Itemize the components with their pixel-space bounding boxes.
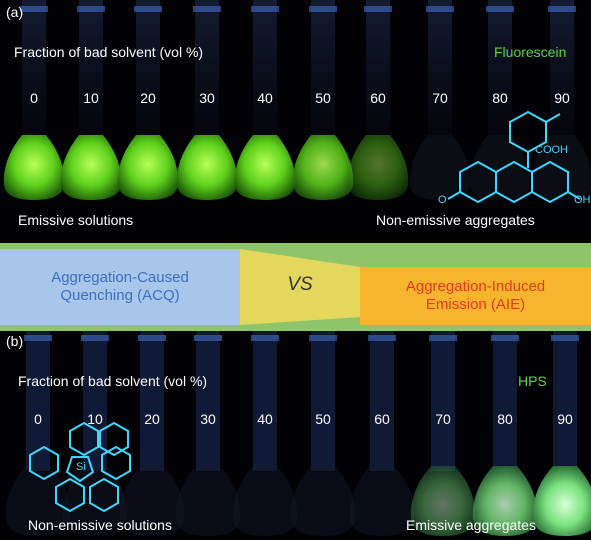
panel-a: (a) Fraction of bad solvent (vol %) Fluo…	[0, 0, 591, 243]
panel-b-vial	[290, 331, 356, 536]
panel-a-fraction-label: 90	[554, 90, 570, 106]
panel-a-fraction-label: 70	[432, 90, 448, 106]
fluorescein-o-label: O	[438, 194, 447, 206]
acq-line-2: Quenching (ACQ)	[60, 287, 180, 304]
panel-b-compound: HPS	[518, 373, 547, 389]
panel-b-fraction-label: 30	[200, 411, 216, 427]
panel-a-vial	[60, 0, 122, 200]
panel-b-label: (b)	[6, 333, 24, 349]
panel-a-vial	[409, 0, 471, 200]
hps-si-label: Si	[76, 461, 86, 473]
panel-a-axis-title: Fraction of bad solvent (vol %)	[14, 44, 204, 60]
panel-a-label: (a)	[6, 4, 24, 20]
panel-b-vial	[410, 331, 476, 536]
panel-b-fraction-label: 80	[497, 411, 513, 427]
panel-b-fraction-label: 70	[435, 411, 451, 427]
panel-a-fraction-label: 20	[140, 90, 156, 106]
panel-a-vial	[117, 0, 179, 200]
panel-b-fraction-label: 90	[557, 411, 573, 427]
panel-a-vial	[531, 0, 591, 200]
panel-a-vials	[3, 0, 591, 204]
panel-a-fraction-label: 80	[492, 90, 508, 106]
panel-b-vial	[532, 331, 591, 536]
panel-b-vial	[472, 331, 538, 536]
fluorescein-cooh-label: COOH	[535, 144, 568, 156]
hps-structure	[29, 421, 131, 513]
panel-a-left-caption: Emissive solutions	[18, 212, 134, 228]
panel-b-vial	[175, 331, 241, 536]
panel-a-vial	[176, 0, 238, 200]
panel-a-fraction-label: 60	[370, 90, 386, 106]
vs-label: VS	[287, 274, 313, 295]
panel-b-axis-title: Fraction of bad solvent (vol %)	[18, 373, 208, 389]
fluorescein-structure	[447, 110, 581, 204]
panel-a-right-caption: Non-emissive aggregates	[376, 212, 535, 228]
panel-b-fraction-label: 0	[34, 411, 42, 427]
panel-a-fraction-label: 0	[30, 90, 38, 106]
aie-line-2: Emission (AIE)	[425, 296, 526, 313]
panel-b-fraction-label: 20	[144, 411, 160, 427]
panel-b-right-caption: Emissive aggregates	[406, 517, 536, 533]
panel-b-vial	[349, 331, 415, 536]
fluorescein-oh-label: OH	[574, 194, 591, 206]
panel-b-vial	[232, 331, 298, 536]
panel-a-vial	[292, 0, 354, 200]
panel-b-vials	[5, 331, 591, 536]
panel-a-fraction-label: 10	[83, 90, 99, 106]
panel-a-fraction-label: 40	[257, 90, 273, 106]
panel-a-vial	[3, 0, 65, 200]
panel-b-vial	[119, 331, 185, 536]
panel-b-fraction-label: 10	[87, 411, 103, 427]
panel-a-fraction-label: 30	[199, 90, 215, 106]
aie-line-1: Aggregation-Induced	[405, 278, 546, 295]
panel-b-fraction-label: 40	[257, 411, 273, 427]
panel-b-fraction-label: 60	[374, 411, 390, 427]
panel-a-vial	[469, 0, 531, 200]
panel-b-left-caption: Non-emissive solutions	[28, 517, 172, 533]
panel-b: (b) Fraction of bad solvent (vol %) HPS …	[0, 331, 591, 540]
panel-b-fraction-label: 50	[315, 411, 331, 427]
panel-a-vial	[234, 0, 296, 200]
acq-line-1: Aggregation-Caused	[51, 269, 189, 286]
panel-a-vial	[347, 0, 409, 200]
panel-a-compound: Fluorescein	[494, 44, 567, 60]
band-shapes	[0, 249, 591, 325]
panel-a-fraction-label: 50	[315, 90, 331, 106]
